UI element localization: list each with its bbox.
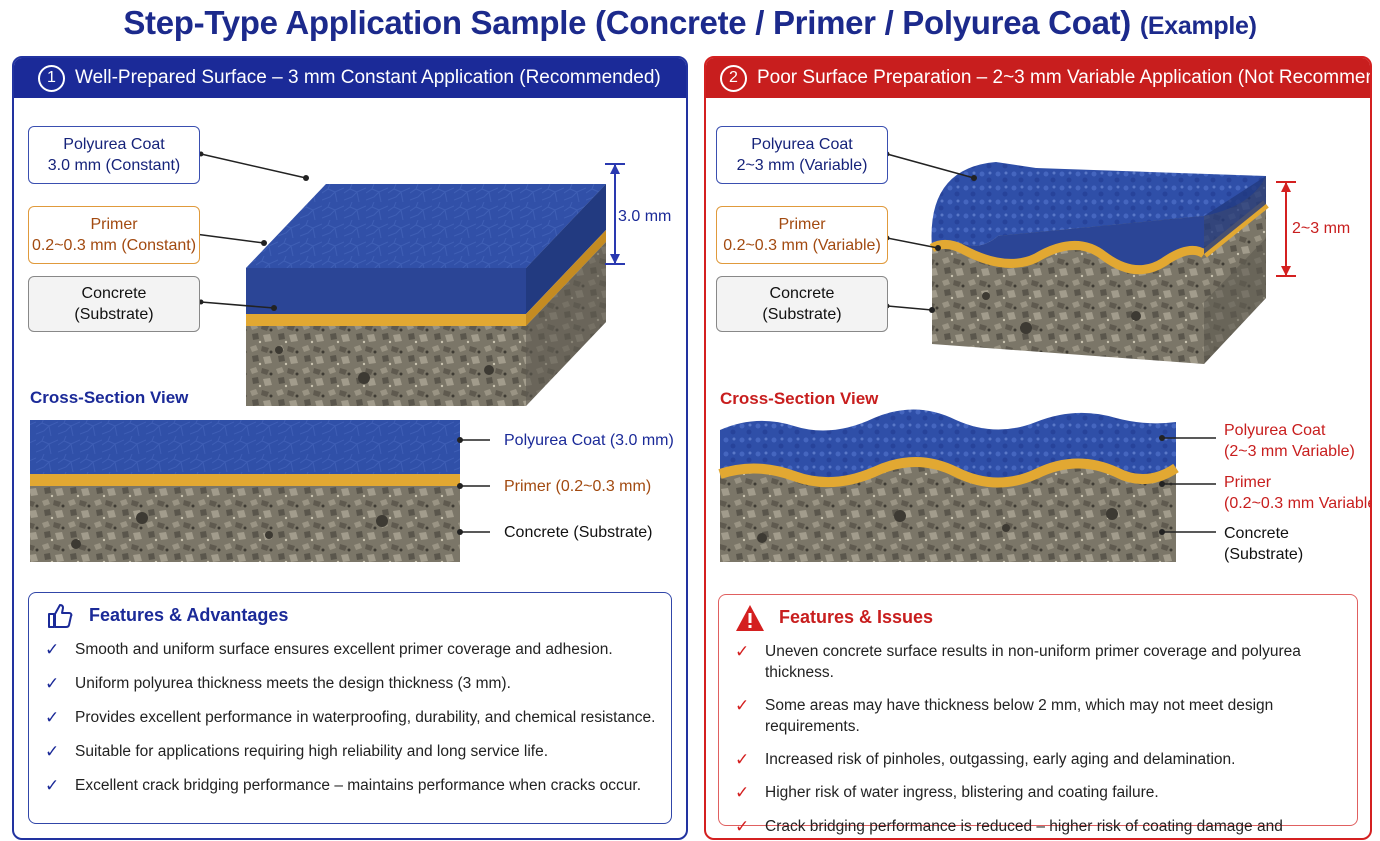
cross-concrete-label: Concrete (Substrate) [504,524,653,541]
cross-section-title: Cross-Section View [30,388,189,407]
list-item: ✓Smooth and uniform surface ensures exce… [45,640,613,659]
list-item: ✓Uneven concrete surface results in non-… [735,642,1301,681]
polyurea-label-name: Polyurea Coat [751,136,853,153]
page-title: Step-Type Application Sample (Concrete /… [0,4,1380,42]
list-item: ✓Provides excellent performance in water… [45,708,656,727]
concrete-label-name: Concrete [769,285,835,302]
not-recommended-3d-block [929,162,1269,364]
cross-polyurea-label: Polyurea Coat (2~3 mm Variable) [1224,422,1355,460]
check-icon: ✓ [735,750,750,769]
primer-label-box: Primer 0.2~0.3 mm (Constant) [28,206,200,264]
features-issues-box: Features & Issues ✓Uneven concrete surfa… [718,594,1358,836]
features-advantages-box: Features & Advantages ✓Smooth and unifor… [28,592,672,824]
cross-section-title: Cross-Section View [720,389,879,408]
recommended-panel-header: 1 Well-Prepared Surface – 3 mm Constant … [14,58,686,98]
thickness-dimension-label: 2~3 mm [1292,220,1351,237]
panel-number-badge: 2 [720,64,747,92]
recommended-diagram [30,151,625,562]
not-recommended-panel: 2 Poor Surface Preparation – 2~3 mm Vari… [704,56,1372,840]
check-icon: ✓ [45,708,60,727]
primer-label-name: Primer [778,216,826,233]
check-icon: ✓ [735,696,750,715]
check-icon: ✓ [735,642,750,661]
not-recommended-panel-title: Poor Surface Preparation – 2~3 mm Variab… [757,67,1372,88]
concrete-label-sub: (Substrate) [74,306,154,323]
check-icon: ✓ [45,640,60,659]
concrete-label-box: Concrete (Substrate) [716,276,888,332]
primer-label-thickness: 0.2~0.3 mm (Variable) [723,237,881,254]
check-icon: ✓ [45,674,60,693]
primer-label-box: Primer 0.2~0.3 mm (Variable) [716,206,888,264]
cross-primer-label: Primer (0.2~0.3 mm) [504,478,652,495]
warning-icon [736,605,764,631]
cross-concrete-label: Concrete (Substrate) [1224,525,1304,563]
polyurea-label-box: Polyurea Coat 2~3 mm (Variable) [716,126,888,184]
list-item: ✓Some areas may have thickness below 2 m… [735,696,1274,735]
polyurea-label-thickness: 3.0 mm (Constant) [47,157,181,174]
recommended-cross-section [30,420,460,562]
issues-list: ✓Uneven concrete surface results in non-… [735,641,1343,838]
cross-primer-label: Primer (0.2~0.3 mm Variable) [1224,474,1372,512]
list-item: ✓Increased risk of pinholes, outgassing,… [735,750,1236,769]
check-icon: ✓ [735,817,750,836]
concrete-label-sub: (Substrate) [762,306,842,323]
features-issues-title: Features & Issues [779,607,934,627]
list-item: ✓Excellent crack bridging performance – … [45,776,642,795]
not-recommended-cross-section [718,409,1179,562]
list-item: ✓Higher risk of water ingress, blisterin… [735,783,1159,802]
features-advantages-title: Features & Advantages [89,605,289,625]
list-item: ✓Uniform polyurea thickness meets the de… [45,674,511,693]
polyurea-label-box: Polyurea Coat 3.0 mm (Constant) [28,126,200,184]
recommended-panel-title: Well-Prepared Surface – 3 mm Constant Ap… [75,67,661,88]
thickness-dimension-label: 3.0 mm [618,208,672,225]
advantages-list: ✓Smooth and uniform surface ensures exce… [45,639,661,796]
list-item: ✓Crack bridging performance is reduced –… [735,815,1343,838]
recommended-panel: 1 Well-Prepared Surface – 3 mm Constant … [12,56,688,840]
check-icon: ✓ [735,783,750,802]
cross-polyurea-label: Polyurea Coat (3.0 mm) [504,432,674,449]
check-icon: ✓ [45,776,60,795]
not-recommended-diagram [718,151,1296,562]
polyurea-label-name: Polyurea Coat [63,136,165,153]
primer-label-thickness: 0.2~0.3 mm (Constant) [31,237,197,254]
list-item: ✓Suitable for applications requiring hig… [45,742,549,761]
concrete-label-box: Concrete (Substrate) [28,276,200,332]
panel-number-badge: 1 [38,64,65,92]
concrete-label-name: Concrete [81,285,147,302]
not-recommended-panel-header: 2 Poor Surface Preparation – 2~3 mm Vari… [706,58,1370,98]
polyurea-label-thickness: 2~3 mm (Variable) [736,157,868,174]
title-suffix: (Example) [1139,12,1257,40]
title-main: Step-Type Application Sample (Concrete /… [123,4,1131,41]
primer-label-name: Primer [90,216,138,233]
check-icon: ✓ [45,742,60,761]
thumbs-up-icon [48,604,73,628]
recommended-3d-block [246,184,606,406]
